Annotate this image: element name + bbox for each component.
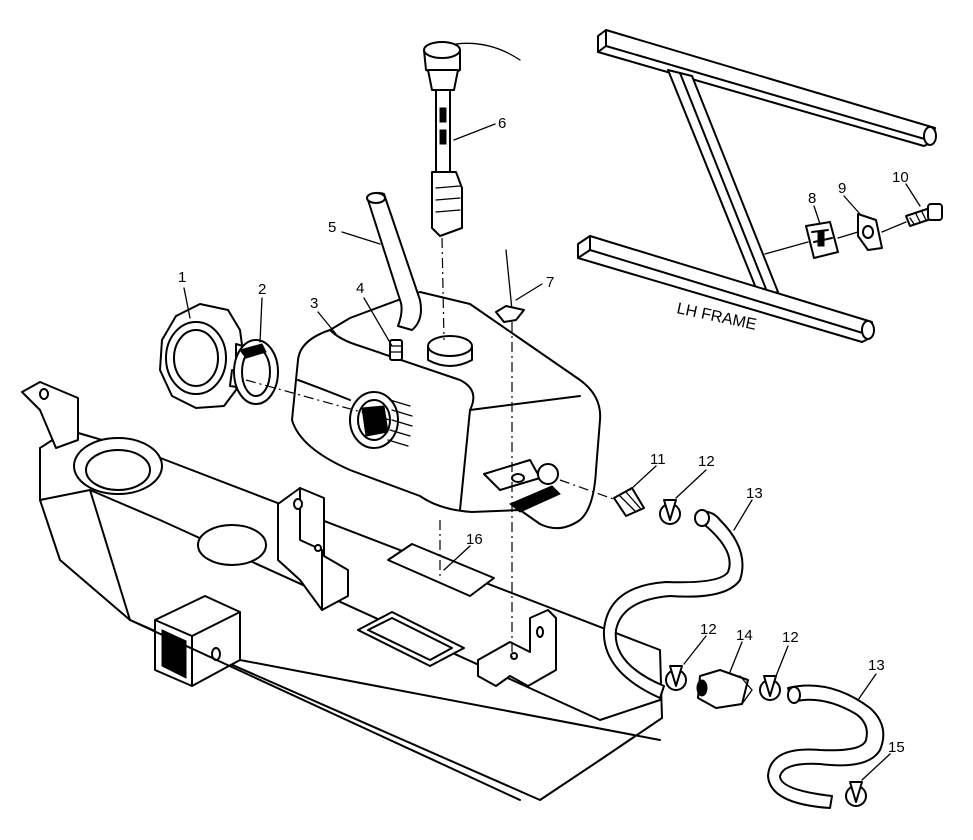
- hose-clamp-1: [659, 499, 681, 525]
- hose-clamp-3: [759, 675, 781, 701]
- fuel-sender-drawing: [423, 41, 521, 237]
- exploded-view-lines: [245, 237, 617, 660]
- callout-2: 2: [258, 281, 266, 298]
- callout-3: 3: [310, 295, 318, 312]
- fuel-tank-drawing: [291, 291, 602, 530]
- callout-12-c: 12: [782, 629, 799, 646]
- callout-12-b: 12: [700, 621, 717, 638]
- callout-13-b: 13: [868, 657, 885, 674]
- callout-5: 5: [328, 219, 336, 236]
- hose-clamp-4: [845, 781, 867, 807]
- callout-16: 16: [466, 531, 483, 548]
- callout-15: 15: [888, 739, 905, 756]
- callout-13-a: 13: [746, 485, 763, 502]
- vehicle-frame-drawing: [21, 381, 663, 801]
- callout-11: 11: [650, 451, 666, 468]
- lh-frame-drawing: [577, 29, 937, 343]
- callout-7: 7: [546, 274, 554, 291]
- callout-leaders: [183, 123, 921, 781]
- fuel-hose-1: [602, 510, 744, 699]
- callout-1: 1: [178, 269, 186, 286]
- drain-tube: [505, 249, 513, 311]
- frame-bracket-parts: [805, 203, 943, 259]
- callout-6: 6: [498, 115, 506, 132]
- outlet-fitting: [613, 487, 645, 517]
- callout-8: 8: [808, 190, 816, 207]
- hose-clamp-2: [665, 665, 687, 691]
- callout-4: 4: [356, 280, 364, 297]
- callout-12-a: 12: [698, 453, 715, 470]
- grommet: [495, 305, 525, 323]
- callout-10: 10: [892, 169, 909, 186]
- fuel-hose-2: [767, 684, 885, 809]
- cap-gasket-drawing: [233, 339, 279, 405]
- callout-9: 9: [838, 180, 846, 197]
- tank-pad: [387, 543, 495, 597]
- callout-14: 14: [736, 627, 753, 644]
- inline-fuel-filter: [696, 669, 753, 709]
